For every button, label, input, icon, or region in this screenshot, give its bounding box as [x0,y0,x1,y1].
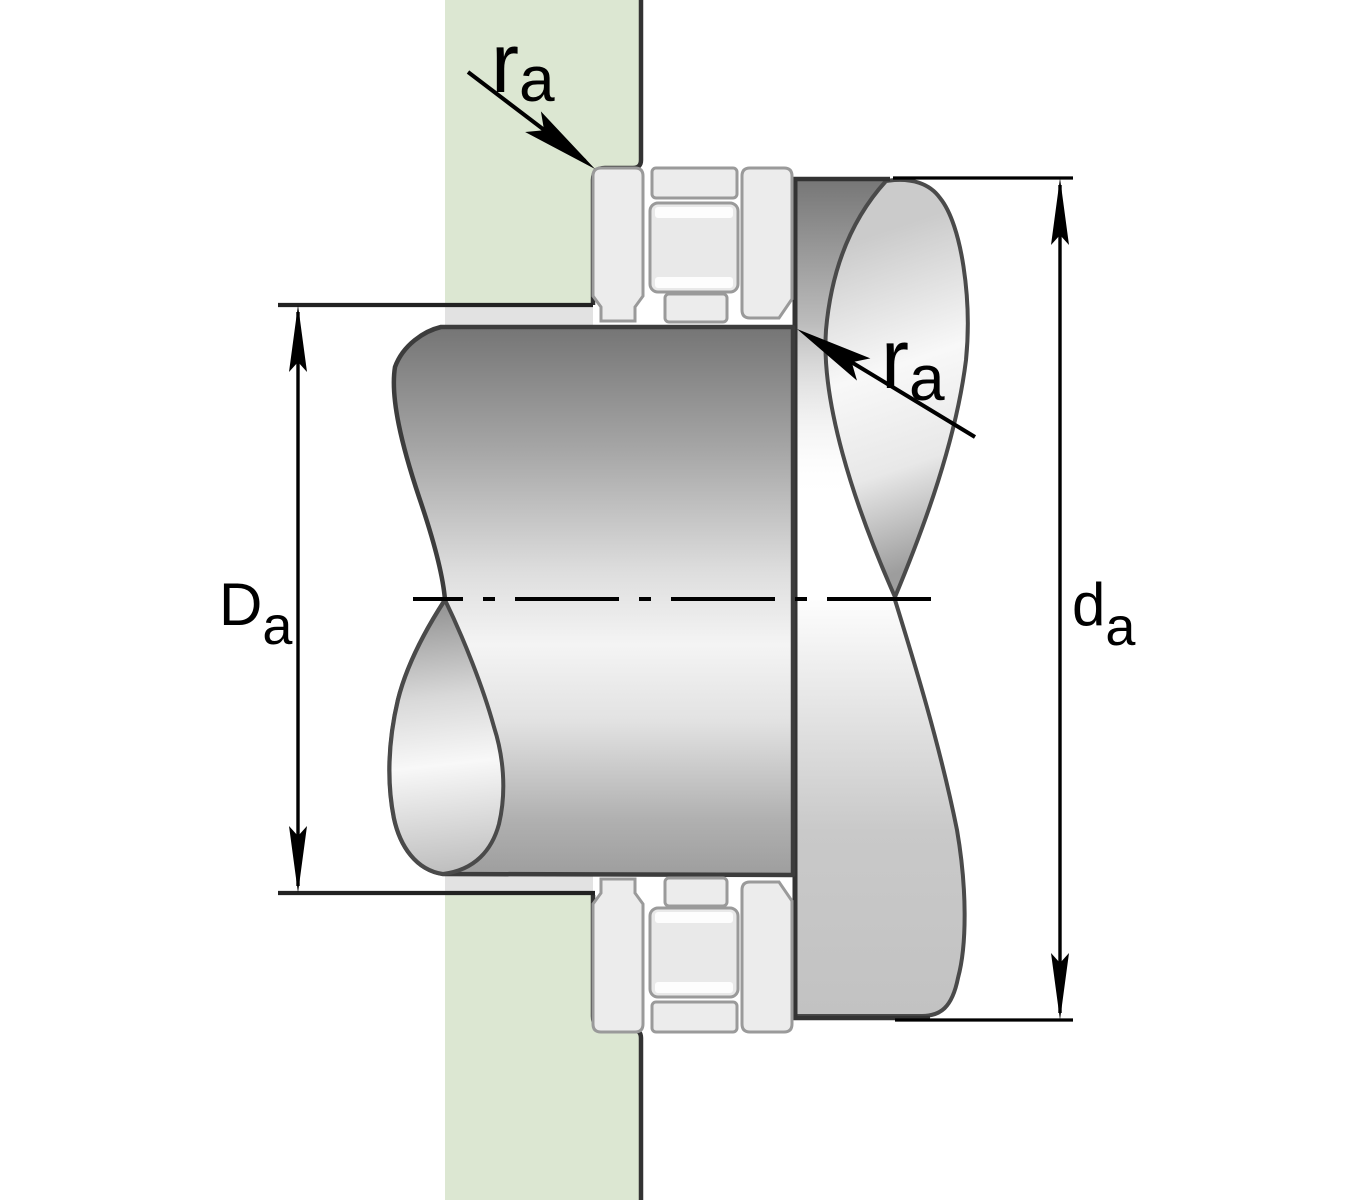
cage-outer-bar [650,166,739,200]
bearing-section-bottom [591,876,794,1034]
shaft-da-arrow-down [1051,953,1069,1020]
rolling-element [648,201,740,294]
shoulder-break-lower [797,600,965,1016]
housing-bore-surface-top [445,306,593,326]
da-arrow-down [289,826,307,893]
dimension-da: da [1051,178,1136,1020]
label-ra-housing: ra [491,16,555,115]
label-Da: Da [219,571,293,656]
label-ra-shaft: ra [881,312,945,414]
da-arrow-up [289,305,307,372]
shaft-da-arrow-up [1051,178,1069,245]
dimension-Da: Da [219,305,307,893]
rolling-element-highlight-bottom [655,277,733,288]
housing-bore-surface-bottom [445,874,593,894]
cage-inner-bar [663,292,729,324]
shaft-washer [740,166,794,320]
bearing-section-top [591,166,794,324]
rolling-element-highlight-top [655,207,733,218]
ra-housing-arrowhead [525,111,595,169]
housing-washer [591,166,645,323]
label-da: da [1072,571,1136,657]
ra-shaft-arrowhead [797,329,871,381]
shaft-break-teardrop [387,598,506,876]
shoulder-break-lower-outline [797,599,967,1018]
callout-ra-housing: ra [466,16,595,169]
callout-ra-shaft: ra [797,312,977,439]
